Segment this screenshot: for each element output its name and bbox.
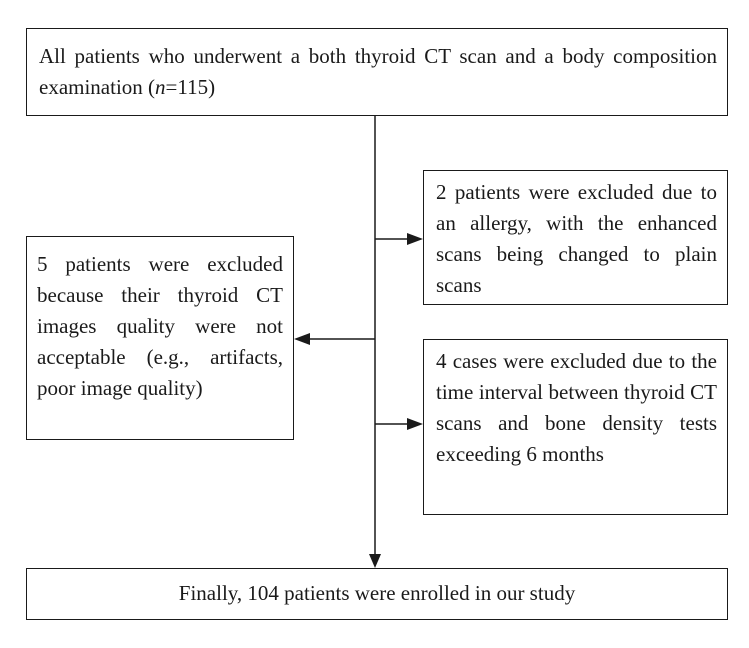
excluded-image-quality-text: 5 patients were excluded because their t… <box>37 252 283 400</box>
arrow-head-down-to-final <box>369 554 381 568</box>
excluded-allergy-box: 2 patients were excluded due to an aller… <box>423 170 728 305</box>
arrow-head-right-upper <box>407 233 423 245</box>
excluded-time-interval-box: 4 cases were excluded due to the time in… <box>423 339 728 515</box>
n-value: =115) <box>165 75 216 99</box>
arrow-head-left <box>294 333 310 345</box>
excluded-allergy-text: 2 patients were excluded due to an aller… <box>436 180 717 297</box>
arrow-head-right-lower <box>407 418 423 430</box>
final-enrolled-text: Finally, 104 patients were enrolled in o… <box>178 581 576 605</box>
excluded-time-interval-text: 4 cases were excluded due to the time in… <box>436 349 717 466</box>
all-patients-box: All patients who underwent a both thyroi… <box>26 28 728 116</box>
final-enrolled-box: Finally, 104 patients were enrolled in o… <box>26 568 728 620</box>
n-label: n <box>155 75 166 99</box>
excluded-image-quality-box: 5 patients were excluded because their t… <box>26 236 294 440</box>
all-patients-text: All patients who underwent a both thyroi… <box>39 44 717 99</box>
